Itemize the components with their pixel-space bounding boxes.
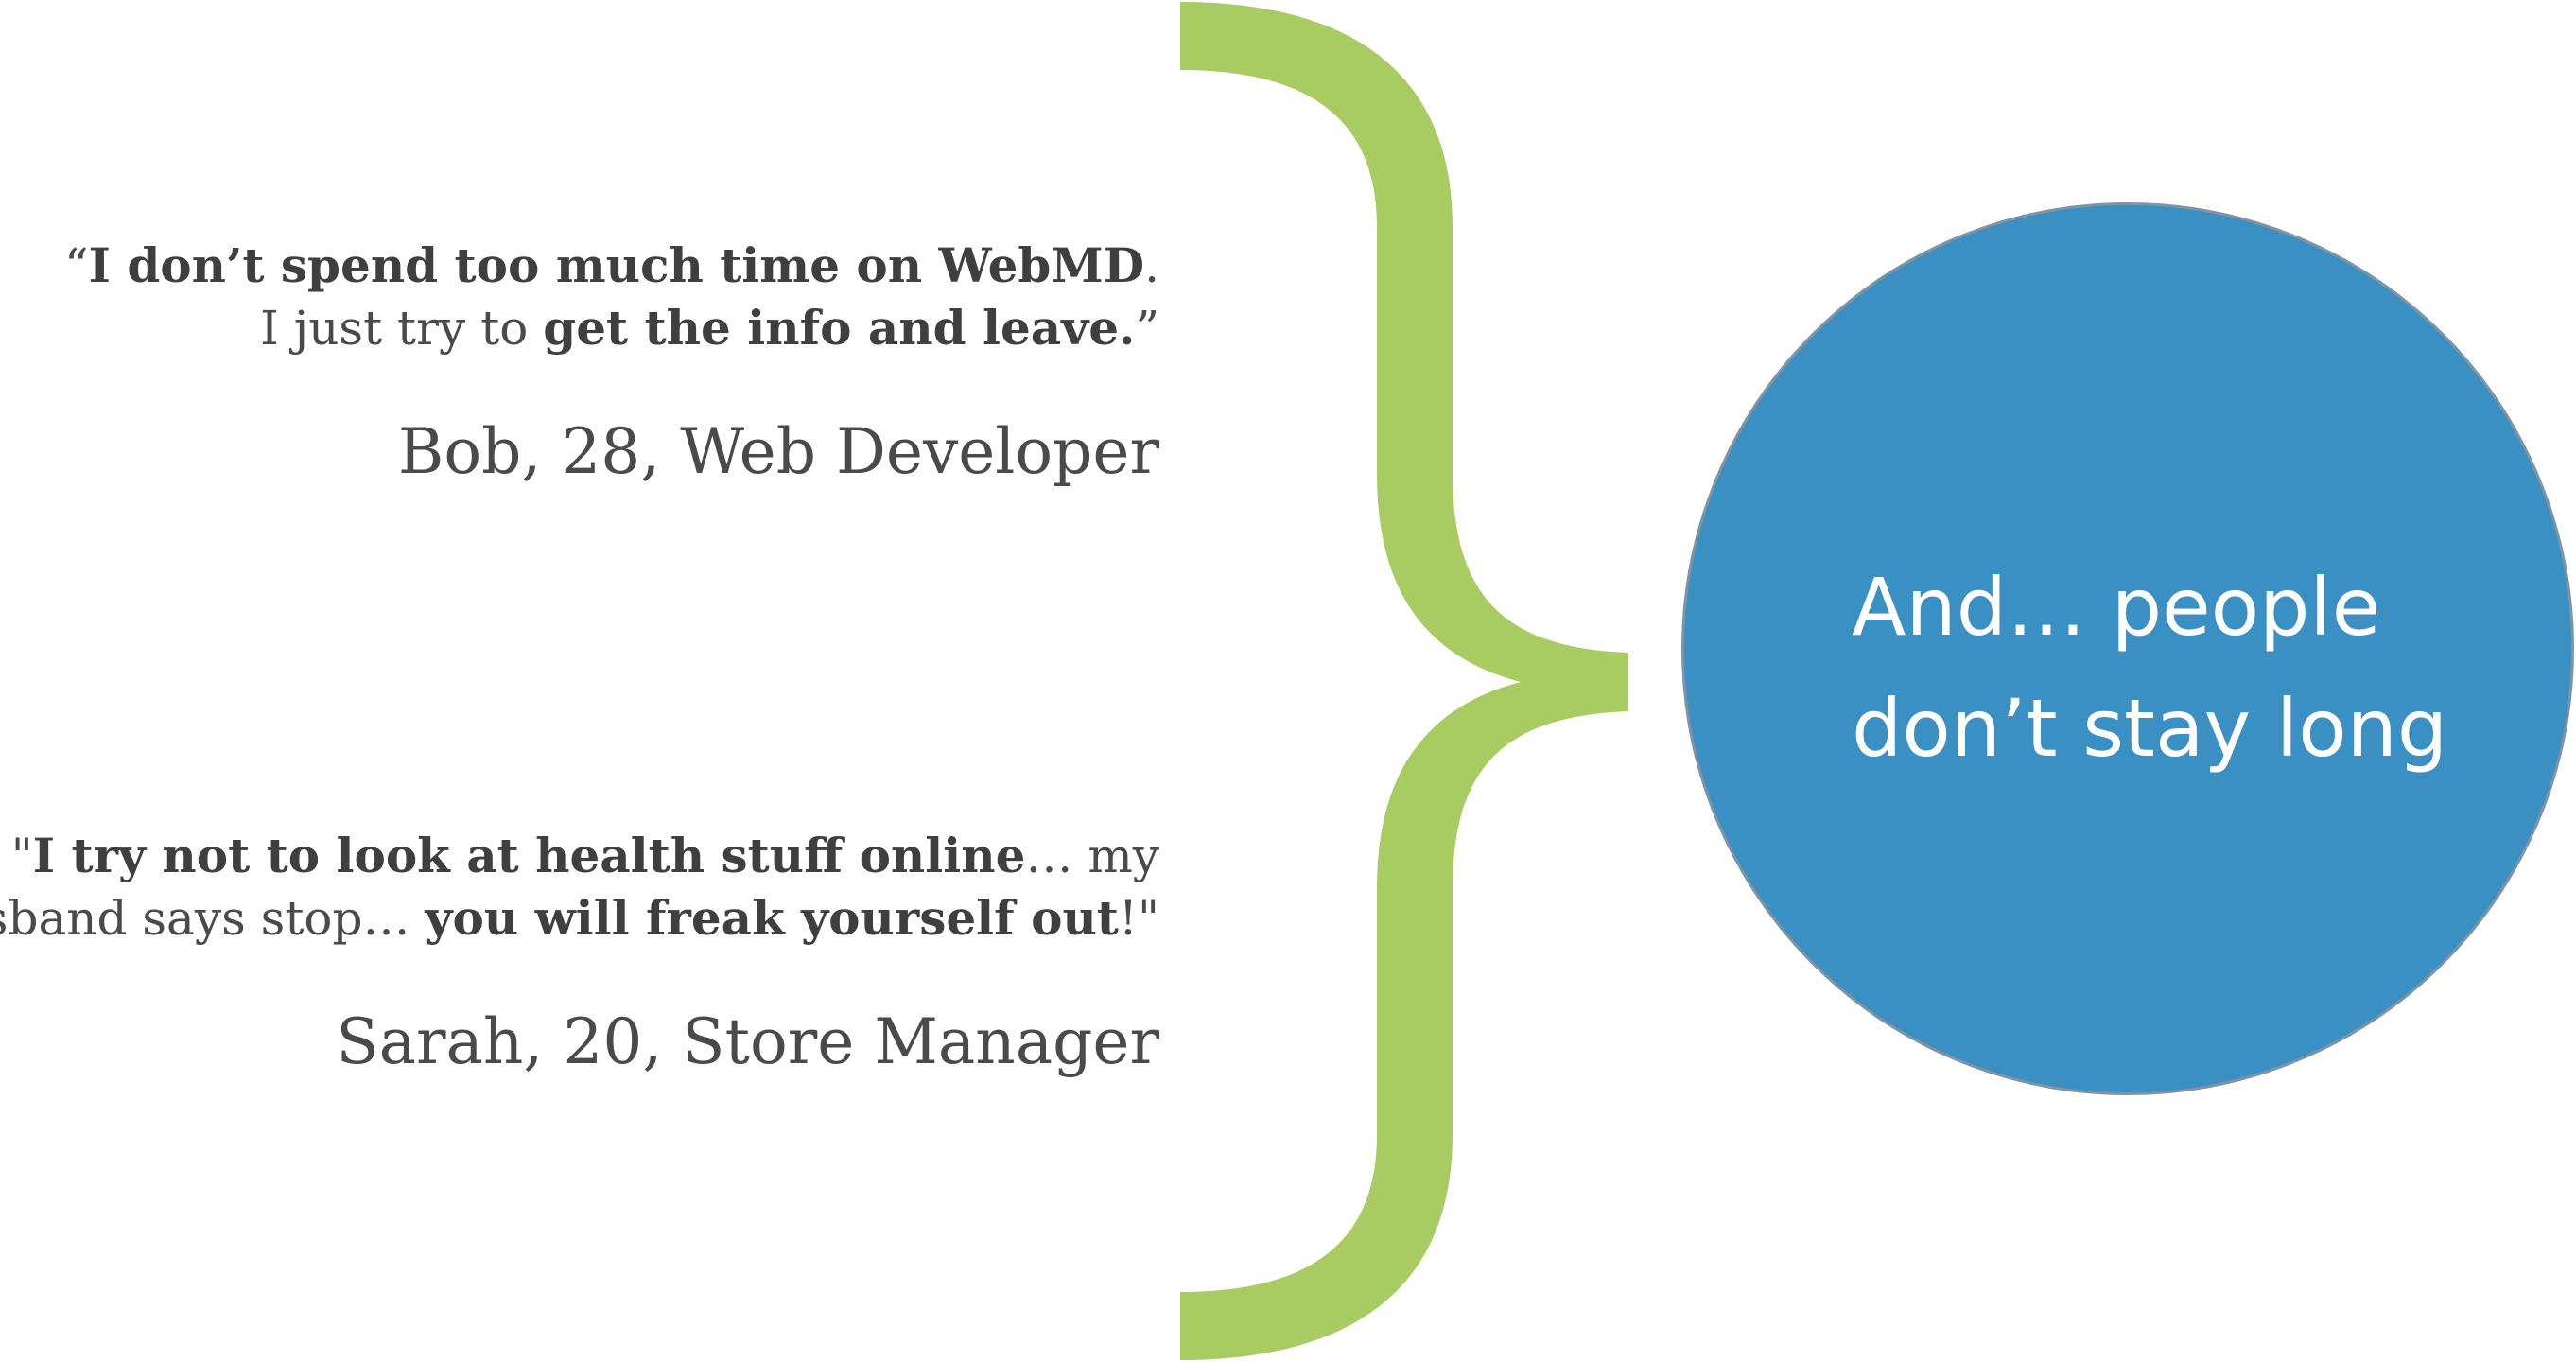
quote-segment-bold: get the info and leave. [543,300,1136,356]
quote-block-sarah: "I try not to look at health stuff onlin… [0,825,1159,1079]
quote-line: “I don’t spend too much time on WebMD. [64,235,1159,297]
quote-segment: " [10,829,33,883]
quote-text: "I try not to look at health stuff onlin… [0,825,1159,950]
quote-text: “I don’t spend too much time on WebMD. I… [64,235,1159,359]
quote-line: "I try not to look at health stuff onlin… [0,825,1159,887]
quote-segment: “ [63,238,89,293]
conclusion-circle [1681,202,2574,1095]
quote-segment: ” [1135,301,1159,356]
quote-segment: … my [1025,829,1159,883]
quote-attribution: Sarah, 20, Store Manager [336,1005,1159,1078]
conclusion-text: And… people don’t stay long [1852,547,2447,789]
quote-segment: husband says stop… [0,891,410,946]
curly-brace-shape [1180,2,1628,1360]
quote-segment-bold: I don’t spend too much time on WebMD [88,237,1145,293]
conclusion-line: And… people [1852,561,2381,654]
quote-segment: I just try to [260,301,544,356]
quote-segment-bold: you will freak yourself out [425,890,1119,946]
quote-segment-bold: I try not to look at health stuff online [32,828,1026,883]
quote-block-bob: “I don’t spend too much time on WebMD. I… [64,235,1159,489]
conclusion-line: don’t stay long [1852,682,2448,775]
quote-line: I just try to get the info and leave.” [64,297,1159,359]
quote-attribution: Bob, 28, Web Developer [397,415,1159,488]
quote-segment: . [1144,238,1159,293]
quote-segment: !" [1118,891,1159,946]
quote-line: husband says stop… you will freak yourse… [0,887,1159,950]
